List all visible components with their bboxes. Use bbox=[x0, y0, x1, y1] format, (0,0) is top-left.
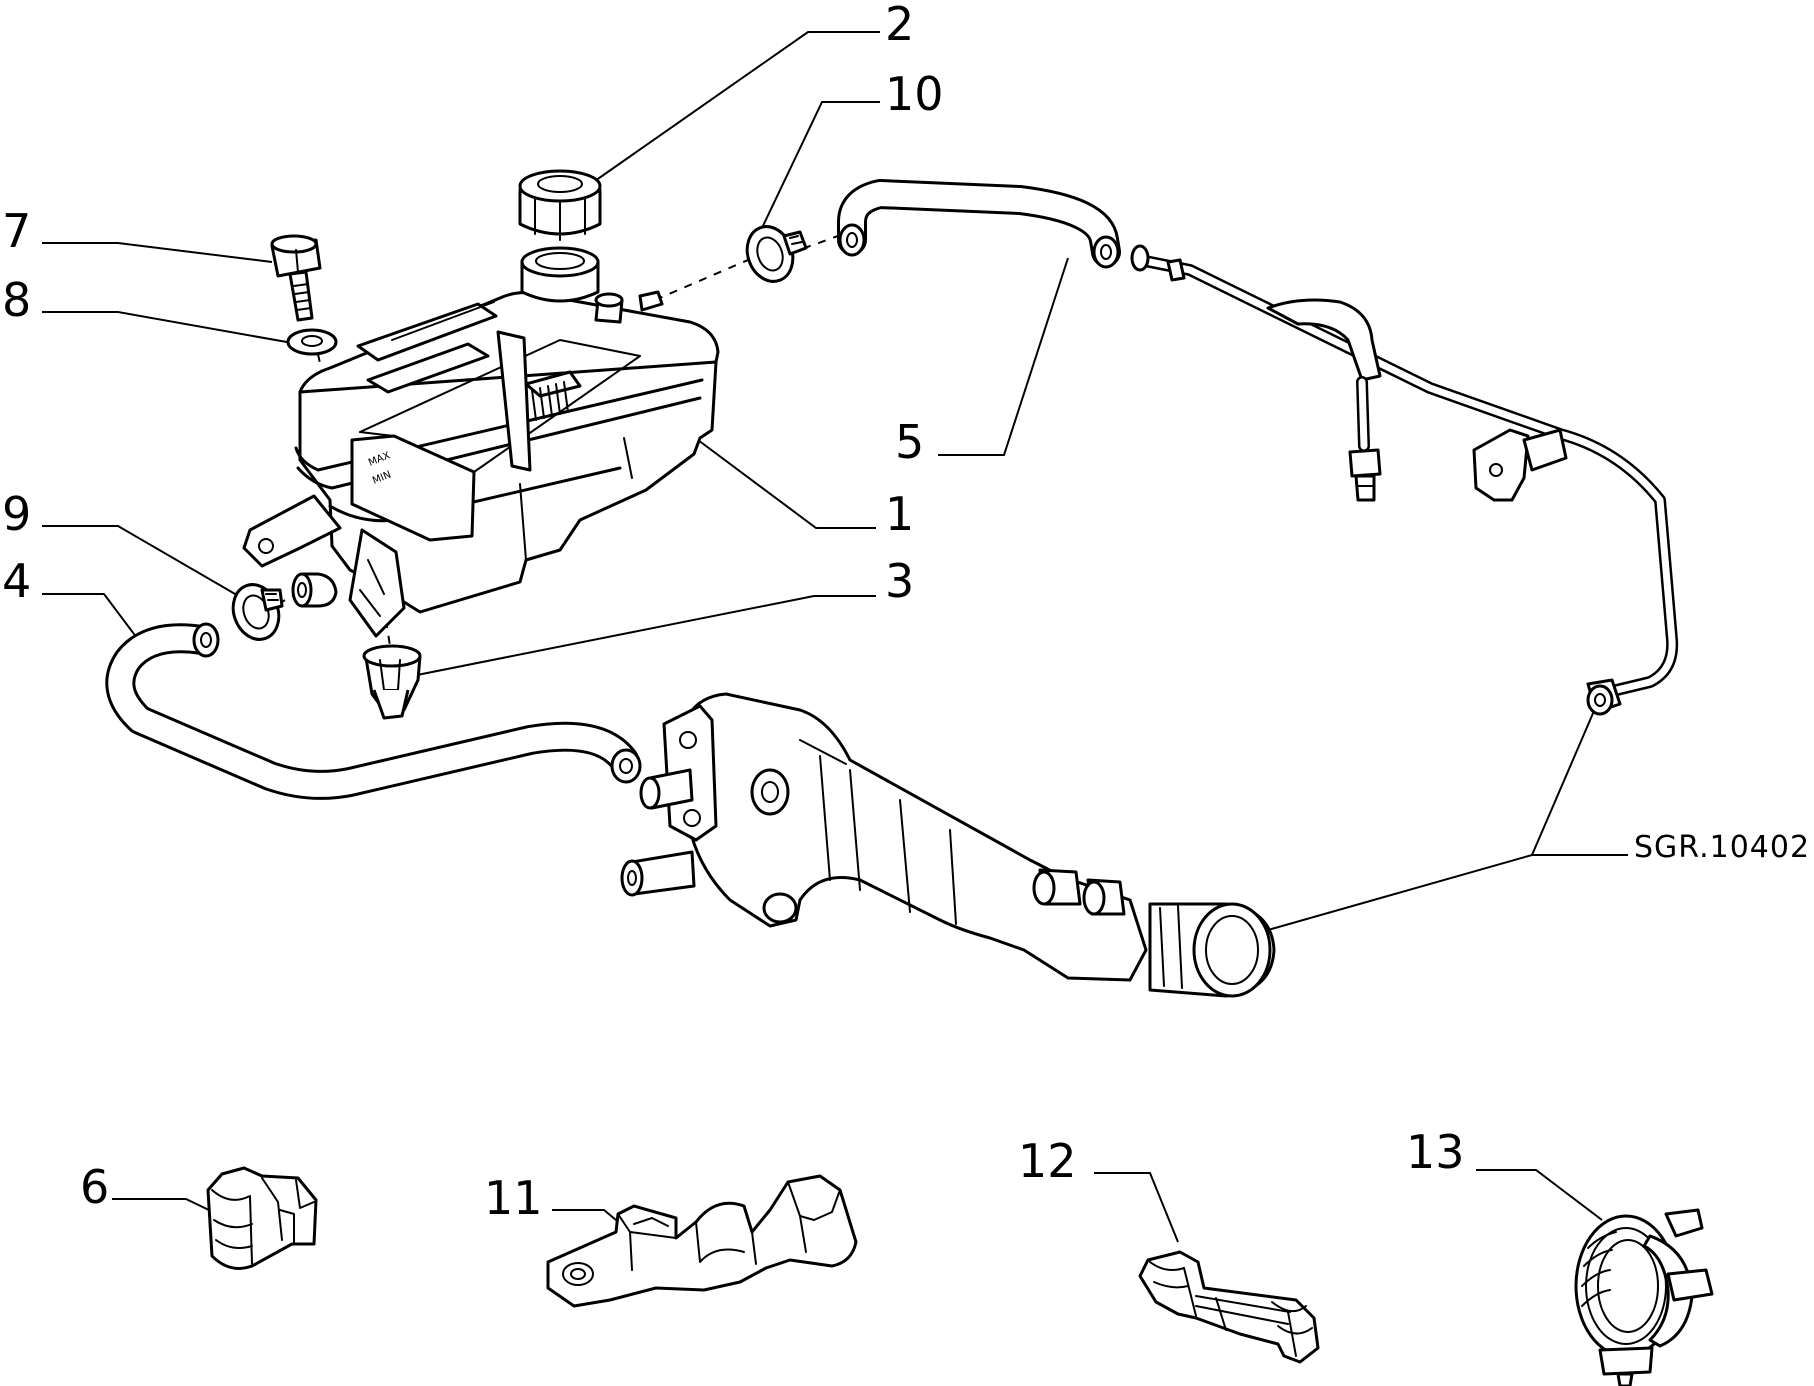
axis-tank-nozzle bbox=[654, 259, 749, 301]
callout-6: 6 bbox=[80, 1160, 109, 1214]
upper-hose bbox=[837, 179, 1121, 269]
leader-lines bbox=[42, 31, 1628, 1243]
outlet-connector bbox=[362, 644, 422, 720]
callout-5: 5 bbox=[895, 415, 924, 469]
callout-13: 13 bbox=[1406, 1125, 1465, 1179]
bolt bbox=[270, 234, 322, 322]
callout-12: 12 bbox=[1018, 1134, 1077, 1188]
expansion-tank: MAX MIN bbox=[242, 246, 720, 638]
callout-7: 7 bbox=[2, 204, 31, 258]
double-pipe-clip bbox=[1138, 1250, 1320, 1364]
leader-4 bbox=[42, 593, 147, 651]
leader-1 bbox=[697, 439, 876, 529]
callout-10: 10 bbox=[885, 67, 944, 121]
upper-hose-clamp bbox=[745, 225, 808, 283]
leader-ref-2 bbox=[1531, 703, 1598, 856]
leader-2 bbox=[581, 31, 880, 191]
leader-3 bbox=[401, 595, 876, 679]
ring-clip bbox=[1574, 1208, 1714, 1386]
hose-clip bbox=[206, 1166, 318, 1270]
drawing-code: SGR.10402 bbox=[1634, 830, 1810, 865]
callout-8: 8 bbox=[2, 273, 31, 327]
callout-9: 9 bbox=[2, 487, 31, 541]
callout-3: 3 bbox=[885, 554, 914, 608]
leader-ref bbox=[1267, 854, 1628, 931]
callout-4: 4 bbox=[2, 554, 31, 608]
callout-1: 1 bbox=[885, 487, 914, 541]
leader-6 bbox=[112, 1198, 214, 1213]
leader-8 bbox=[42, 311, 299, 345]
pipe-bracket bbox=[546, 1174, 858, 1308]
leader-10 bbox=[761, 101, 880, 229]
leader-12 bbox=[1094, 1172, 1179, 1243]
water-outlet-housing bbox=[620, 692, 1276, 998]
leader-7 bbox=[42, 242, 273, 263]
filler-cap bbox=[518, 169, 602, 241]
callout-11: 11 bbox=[484, 1171, 543, 1225]
leader-13 bbox=[1476, 1169, 1603, 1221]
washer bbox=[286, 328, 338, 356]
lower-hose-clamp bbox=[231, 583, 284, 641]
callout-2: 2 bbox=[885, 0, 914, 51]
upper-pipe bbox=[1130, 244, 1679, 716]
leader-9 bbox=[42, 525, 243, 599]
callout-numbers: 2 10 7 8 5 1 9 3 4 6 11 12 13 SGR.10402 bbox=[2, 0, 1810, 1225]
lower-hose bbox=[105, 622, 642, 800]
leader-5 bbox=[938, 257, 1069, 456]
